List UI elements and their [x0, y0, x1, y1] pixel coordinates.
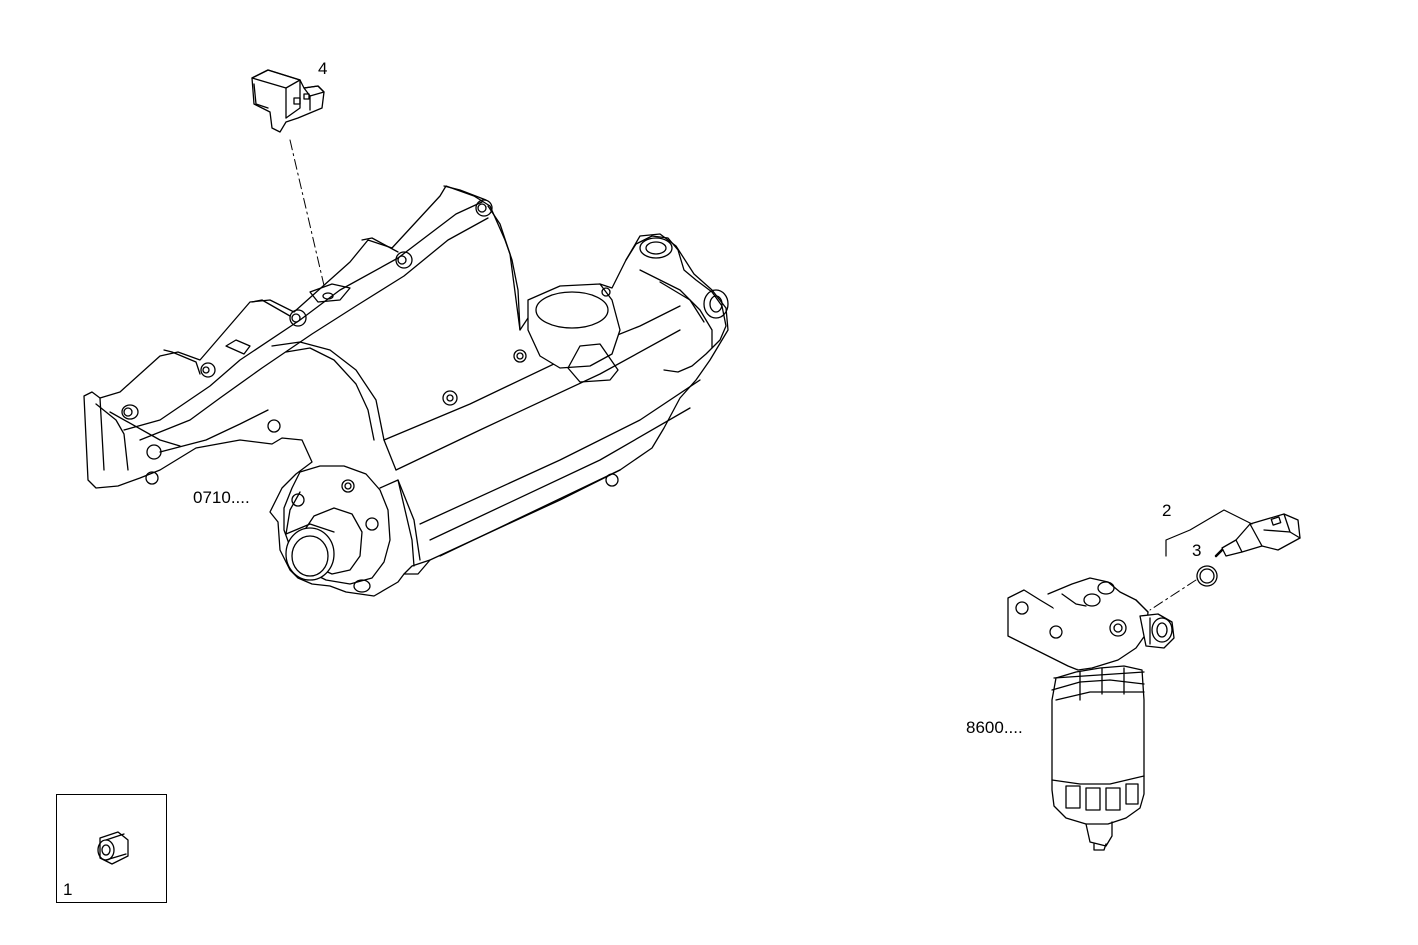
- label-part-2: 2: [1162, 501, 1172, 520]
- label-part-1: 1: [63, 880, 73, 899]
- temperature-sensor-part-2: [1216, 514, 1300, 556]
- bracket-part-2: [1166, 510, 1252, 556]
- fuel-filter-assembly: [1008, 578, 1174, 850]
- inset-box-part-1: [56, 794, 167, 903]
- pressure-sensor-part-4: [252, 70, 324, 132]
- plug-part-1: [98, 832, 128, 864]
- leader-line-part-4: [290, 140, 326, 294]
- label-ref-0710: 0710....: [193, 488, 250, 507]
- intake-manifold-assembly: [84, 186, 728, 596]
- label-part-3: 3: [1192, 541, 1202, 560]
- label-ref-8600: 8600....: [966, 718, 1023, 737]
- o-ring-part-3: [1194, 563, 1220, 589]
- leader-line-part-3: [1150, 580, 1196, 610]
- label-part-4: 4: [318, 59, 328, 78]
